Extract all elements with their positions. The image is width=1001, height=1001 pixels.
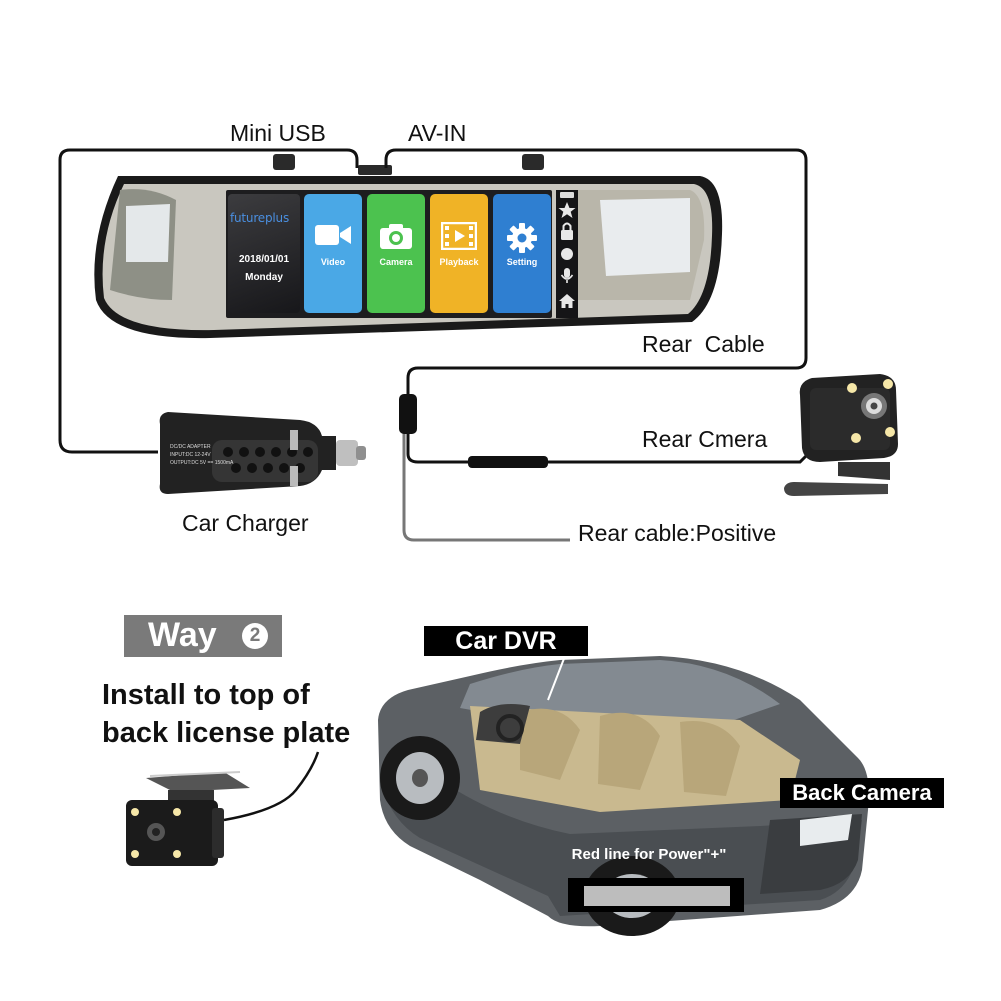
gear-icon (507, 223, 537, 253)
license-plate-inner (584, 886, 730, 906)
tile-setting[interactable]: Setting (493, 194, 551, 313)
brand-logo: futureplus (230, 211, 290, 225)
way-word: Way (148, 616, 217, 654)
tile-playback[interactable]: Playback (430, 194, 488, 313)
lock-icon[interactable] (561, 222, 573, 241)
rear-camera-label: Rear Cmera (642, 426, 768, 452)
tile-video-label: Video (320, 257, 346, 267)
way-number: 2 (242, 623, 268, 649)
cables (58, 148, 812, 464)
dvr-callout-line (547, 655, 566, 701)
tile-setting-label: Setting (506, 257, 538, 267)
av-in-label: AV-IN (408, 120, 467, 146)
tile-video[interactable]: Video (304, 194, 362, 313)
mic-icon[interactable] (560, 268, 574, 283)
rear-cable-positive-label: Rear cable:Positive (578, 520, 777, 546)
home-panel: futureplus 2018/01/01 Monday (228, 194, 300, 313)
inline-connector (468, 456, 548, 468)
record-icon[interactable] (561, 248, 573, 260)
car-dvr-tag: Car DVR (424, 626, 588, 656)
inline-connector (399, 394, 417, 434)
back-camera-tag: Back Camera (780, 778, 944, 808)
film-icon (441, 222, 477, 250)
install-instruction-line2: back license plate (102, 717, 351, 749)
screen-date: 2018/01/01 (238, 254, 290, 265)
install-instruction-line1: Install to top of (102, 679, 310, 711)
positive-wire (402, 430, 570, 542)
video-camera-icon (315, 225, 351, 245)
side-toolbar (556, 190, 578, 318)
car-charger-device (159, 412, 366, 494)
mirror-screen: futureplus 2018/01/01 Monday Video Camer… (226, 190, 578, 318)
mini-usb-label: Mini USB (230, 120, 326, 146)
photo-camera-icon (380, 224, 412, 249)
rear-camera-device (784, 374, 898, 496)
red-line-tag: Red line for Power"+" (571, 846, 727, 863)
tile-playback-label: Playback (439, 257, 479, 267)
home-icon[interactable] (559, 294, 575, 308)
way-badge: Way 2 (124, 615, 282, 657)
charger-print-line1: DC/DC ADAPTER (170, 444, 211, 450)
tile-camera-label: Camera (379, 257, 413, 267)
car-charger-label: Car Charger (182, 510, 309, 536)
rear-cable-label: Rear Cable (642, 331, 765, 357)
star-icon[interactable] (558, 202, 576, 218)
screen-day: Monday (245, 272, 283, 283)
charger-print-line3: OUTPUT:DC 5V == 1500mA (170, 460, 234, 466)
license-plate-camera (126, 751, 320, 866)
charger-print-line2: INPUT:DC 12-24V (170, 452, 211, 458)
tile-camera[interactable]: Camera (367, 194, 425, 313)
